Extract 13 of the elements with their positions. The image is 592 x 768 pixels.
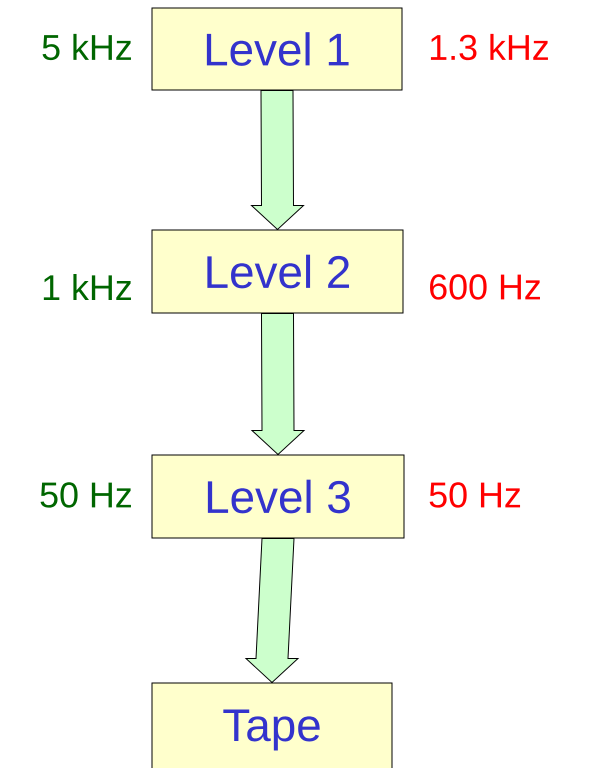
block-arrow [250,90,305,230]
rate-label: 50 Hz [430,482,520,508]
rate-label: 600 Hz [430,274,540,300]
rate-label: 50 Hz [40,482,131,508]
rate-label: 1.3 kHz [430,34,548,60]
block-arrow [250,313,306,456]
level-box: Level 3 [152,454,404,538]
block-arrow [244,538,300,684]
level-box: Level 2 [152,230,404,314]
level-box: Level 1 [152,8,402,90]
rate-label: 1 kHz [44,274,131,300]
rate-label: 5 kHz [42,34,131,60]
level-box: Tape [152,682,392,768]
